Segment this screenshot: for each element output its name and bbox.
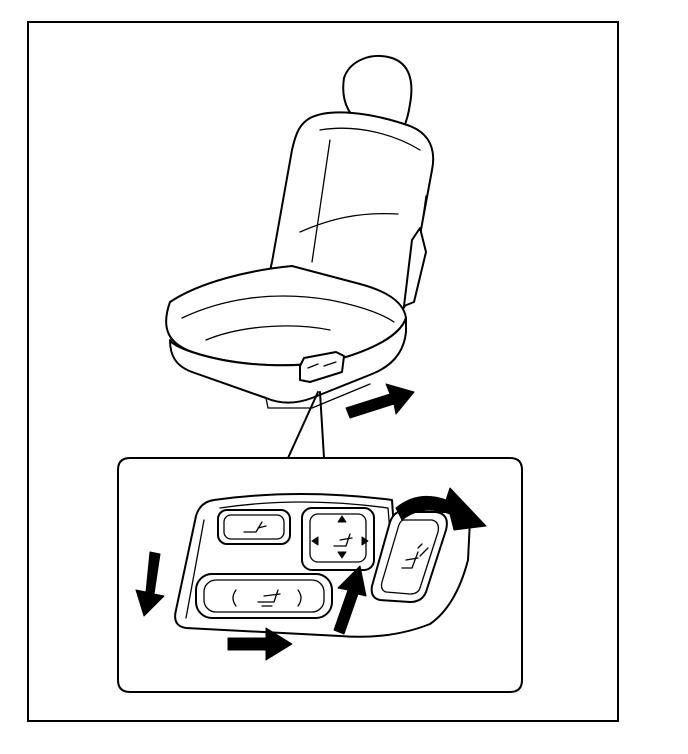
seat-recline-switch-icon[interactable] <box>370 511 448 603</box>
seat-icon <box>165 55 435 459</box>
switch-panel-location <box>299 351 345 383</box>
curved-arrow-icon <box>395 487 487 531</box>
forward-arrow-icon <box>345 383 415 419</box>
down-arrow-icon <box>135 551 165 617</box>
lumbar-switch-icon[interactable] <box>301 507 375 571</box>
right-arrow-icon <box>227 627 293 661</box>
up-arrow-icon <box>333 565 367 635</box>
callout-box <box>117 457 523 693</box>
cushion-switch-icon[interactable] <box>217 509 291 545</box>
seat-slide-switch-icon[interactable] <box>195 573 333 619</box>
figure-frame <box>27 21 619 722</box>
switch-panel-icon <box>174 493 471 638</box>
